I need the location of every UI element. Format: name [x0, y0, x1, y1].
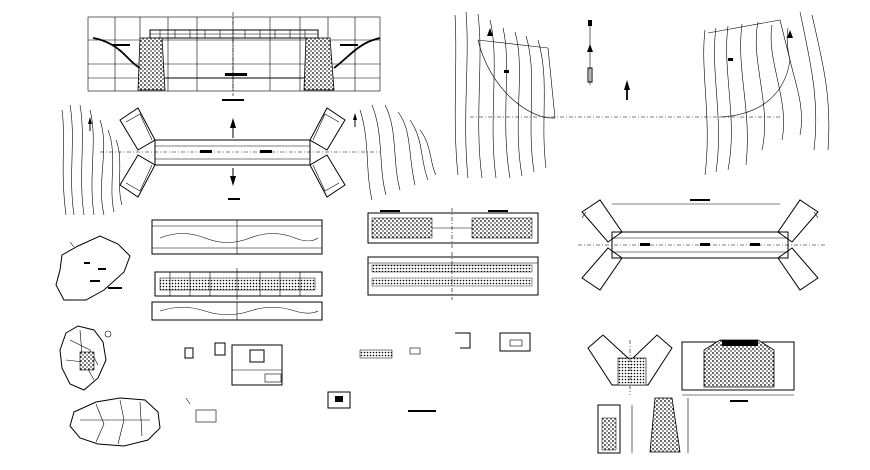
right-embankment: [333, 37, 381, 69]
abutment-section: [681, 339, 795, 402]
water-level-label: [225, 73, 247, 76]
site-label-left: [504, 70, 509, 73]
site-contour-plan: [454, 11, 830, 179]
abutment-details: [597, 397, 689, 454]
plan-title-bar: [228, 198, 240, 200]
deck-plan-strip-1: [151, 219, 323, 255]
site-contours-left: [454, 11, 547, 179]
elevation-frame: [87, 16, 381, 92]
site-north-arrow-right-icon: [787, 30, 793, 38]
deck-plan-strip-3: [151, 301, 323, 321]
site-boundary-arc-left: [477, 39, 556, 119]
elevation-grid: [88, 17, 380, 91]
elevation-title-bar: [222, 99, 244, 101]
plan-contours-right: [359, 104, 437, 201]
north-arrow-left-icon: [88, 117, 92, 124]
north-arrow-right-icon: [353, 113, 357, 120]
plan-deck-marks: [200, 150, 272, 153]
elevation-tag-right: [340, 44, 358, 46]
main-north-arrow-icon: [624, 80, 630, 90]
north-symbol-icon: [587, 20, 593, 85]
plan-arrow-top: [230, 118, 236, 128]
right-abutment: [303, 37, 335, 91]
bridge-elevation: [87, 12, 381, 101]
region-map: [69, 397, 161, 447]
left-abutment: [137, 37, 166, 91]
site-boundary-right: [707, 19, 791, 118]
district-map: [59, 325, 112, 391]
deck-railing: [159, 30, 306, 38]
left-wingwall: [119, 107, 156, 198]
elevation-tag-left: [112, 44, 130, 46]
bridge-plan: [61, 104, 437, 216]
bridge-plan-right: [578, 199, 825, 291]
site-contours-right: [703, 11, 830, 176]
left-embankment: [92, 37, 141, 69]
right-wingwall: [309, 107, 346, 198]
plan-deck: [154, 139, 311, 166]
longitudinal-section-bottom: [367, 252, 539, 300]
plan-contours-left: [61, 104, 123, 216]
small-details: [184, 332, 531, 423]
site-north-arrow-icon: [487, 28, 493, 36]
plan-arrow-bottom: [230, 176, 236, 186]
site-label-right: [728, 58, 733, 61]
location-map: [55, 235, 131, 301]
deck-plan-strip-2: [154, 268, 323, 300]
longitudinal-section-top: [367, 208, 539, 248]
wingwall-plan: [587, 334, 673, 395]
